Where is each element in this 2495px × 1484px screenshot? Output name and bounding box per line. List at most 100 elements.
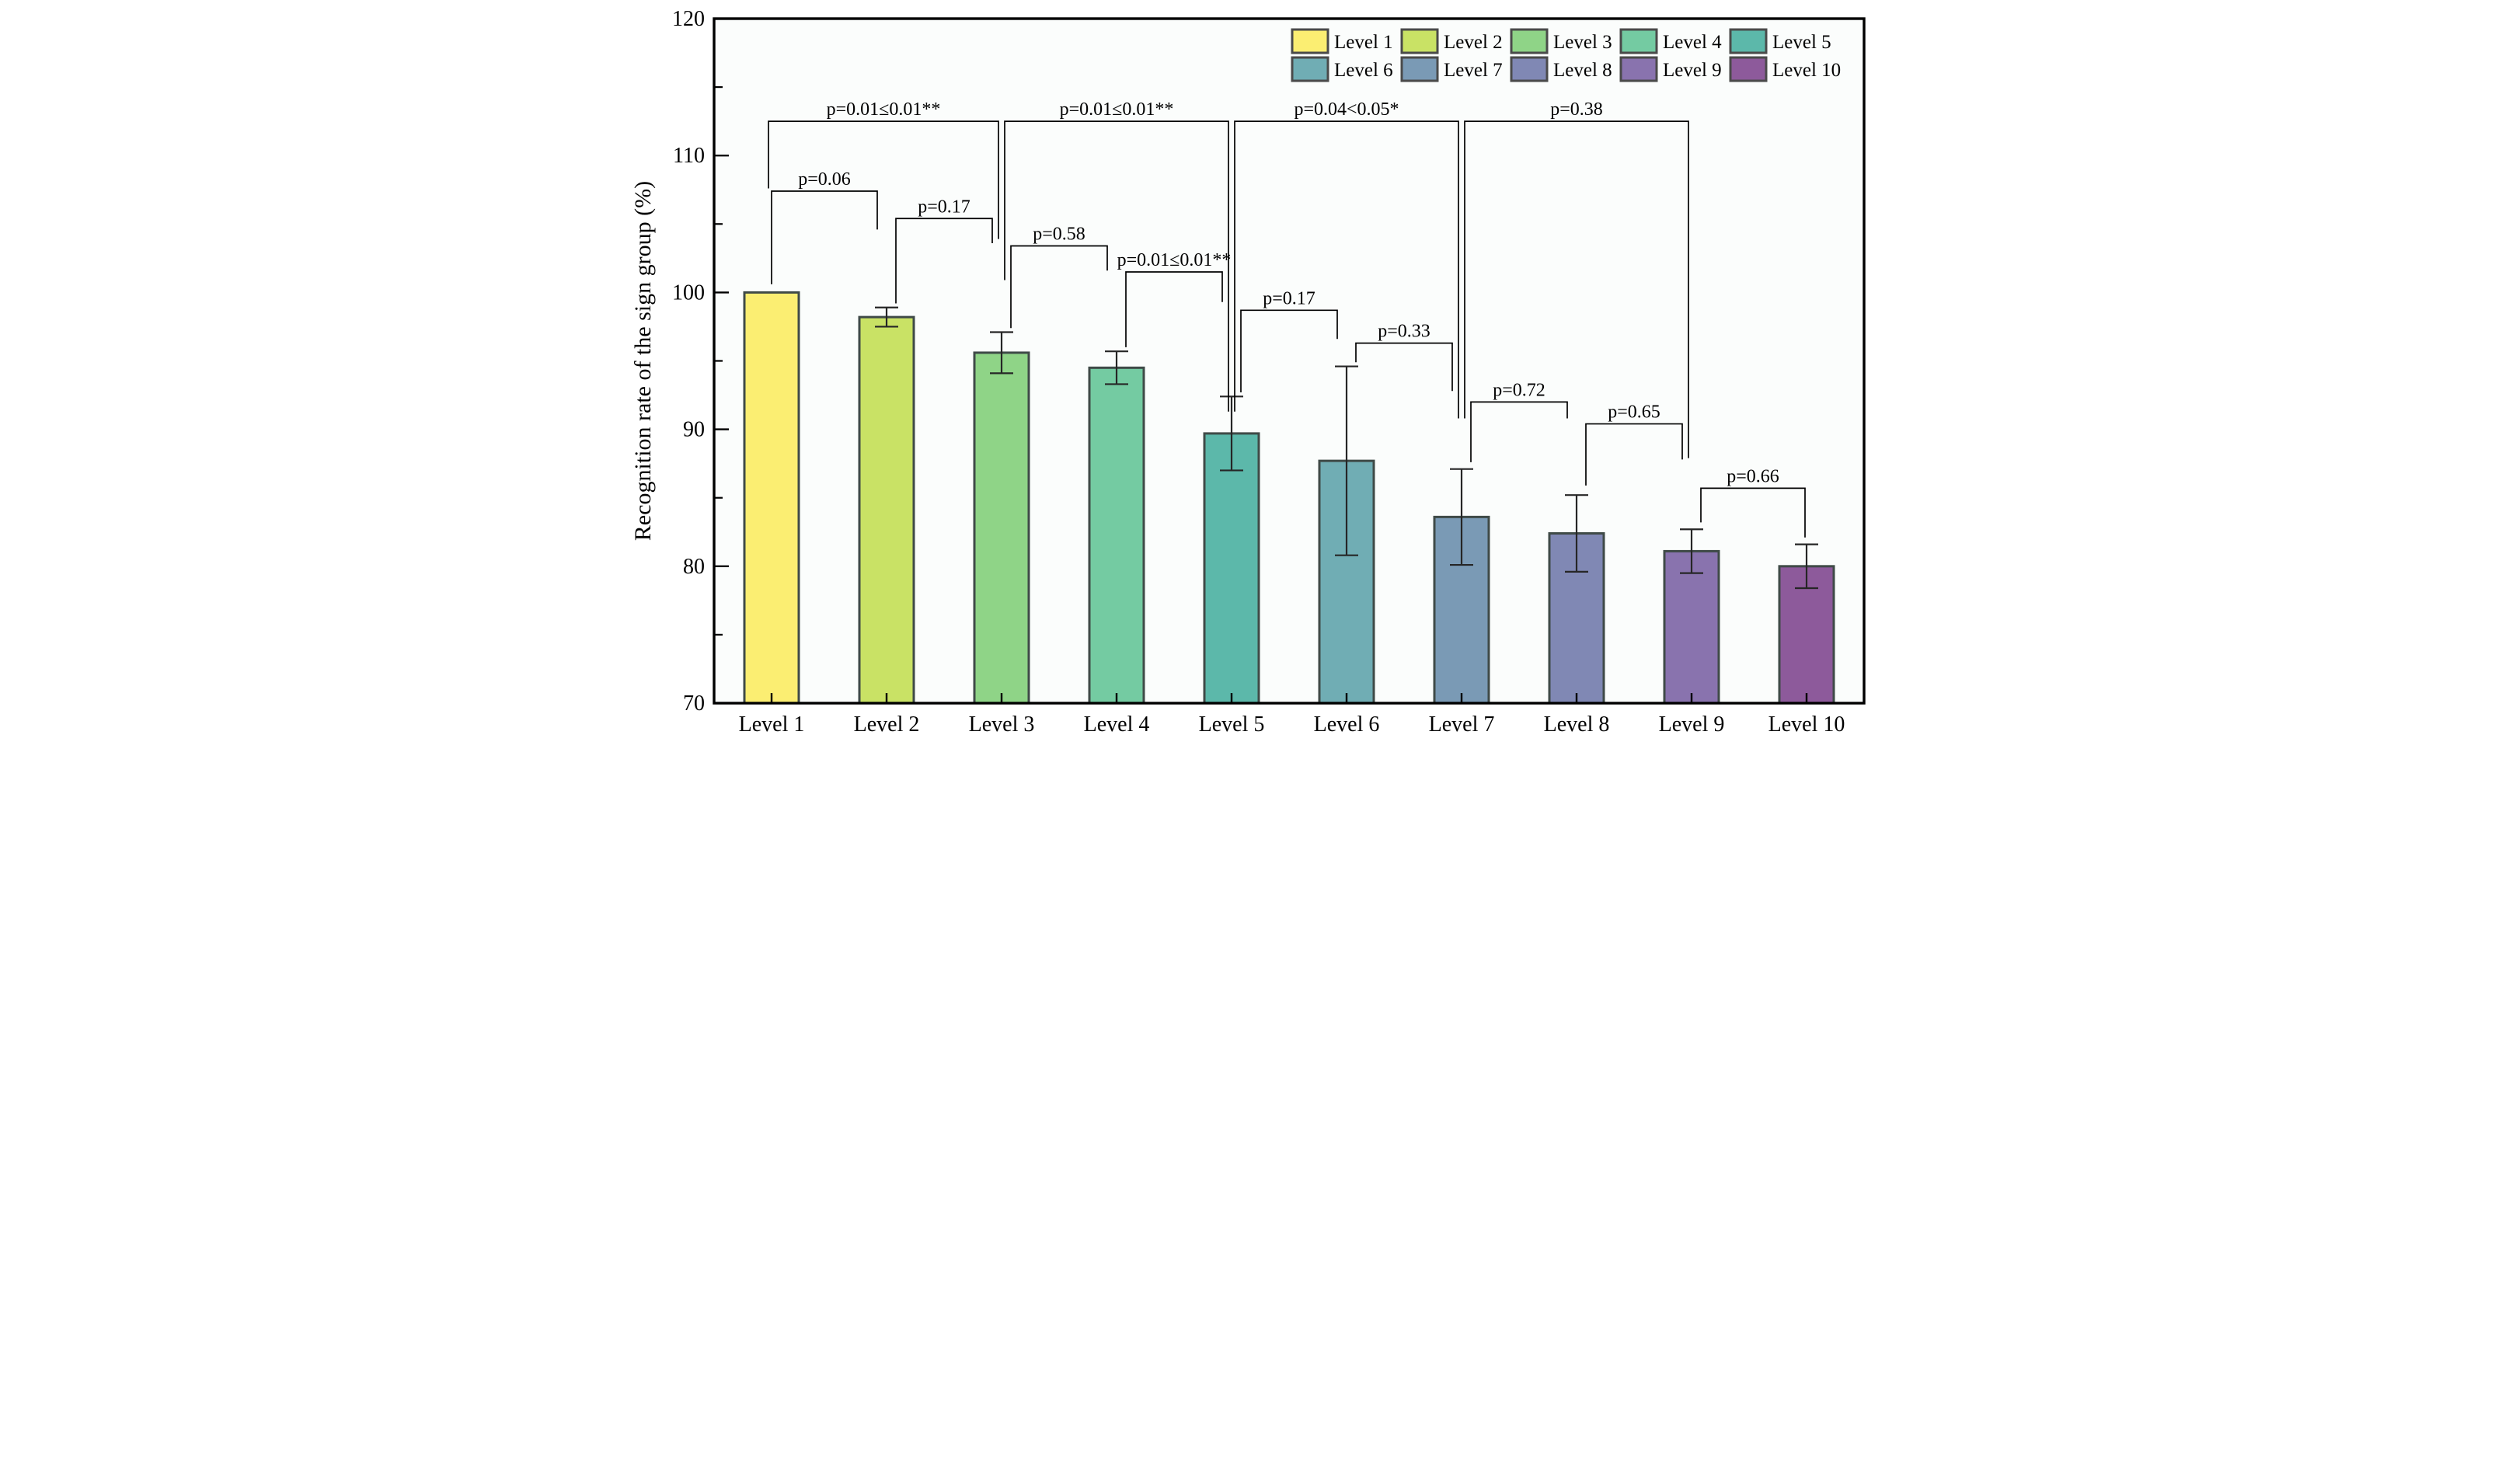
bracket-line <box>1470 401 1568 462</box>
pairwise-significance-brackets: p=0.06 p=0.17 p=0.58 p=0.01≤0.01** p=0.17 p=0… <box>771 169 1806 538</box>
error-bar-level-5 <box>1220 395 1243 472</box>
bracket-line <box>771 190 878 284</box>
error-bar-level-3 <box>990 331 1013 374</box>
p-value-label: p=0.06 <box>798 169 851 190</box>
p-value-label: p=0.66 <box>1727 466 1779 486</box>
bars <box>743 291 1835 705</box>
error-bar-level-10 <box>1795 543 1818 590</box>
bar-level-4 <box>1088 366 1145 705</box>
significance-bracket-Level4-Level5: p=0.01≤0.01** <box>1117 250 1232 347</box>
x-tick-label: Level 2 <box>854 712 920 737</box>
p-value-label: p=0.01≤0.01** <box>827 99 941 120</box>
significance-bracket-Level6-Level7: p=0.33 <box>1355 322 1453 392</box>
legend-item-level-1: Level 1 <box>1291 28 1393 54</box>
legend-label: Level 5 <box>1772 32 1831 53</box>
legend-item-level-8: Level 8 <box>1510 56 1612 82</box>
bar-level-3 <box>973 351 1030 705</box>
p-value-label: p=0.33 <box>1378 322 1430 342</box>
error-bars <box>875 306 1818 590</box>
bracket-line <box>1355 342 1453 392</box>
legend-swatch <box>1400 56 1439 82</box>
error-bar-level-7 <box>1450 468 1473 566</box>
error-bar-level-6 <box>1335 365 1358 556</box>
legend-label: Level 7 <box>1444 60 1503 81</box>
bracket-line <box>1234 120 1459 419</box>
significance-bracket-Level3-Level4: p=0.58 <box>1010 224 1108 329</box>
x-tick-label: Level 5 <box>1199 712 1265 737</box>
bar-level-1 <box>743 291 800 705</box>
legend-swatch <box>1400 28 1439 54</box>
p-value-label: p=0.01≤0.01** <box>1060 99 1174 120</box>
y-axis-title: Recognition rate of the sign group (%) <box>630 181 656 541</box>
y-tick-label: 70 <box>683 691 705 716</box>
legend-swatch <box>1619 56 1658 82</box>
bracket-line <box>768 120 999 239</box>
p-value-label: p=0.17 <box>918 197 970 217</box>
y-tick-label: 90 <box>683 418 705 442</box>
x-tick-label: Level 1 <box>739 712 805 737</box>
bar-level-9 <box>1663 549 1720 705</box>
bracket-line <box>1700 487 1806 538</box>
y-tick-label: 80 <box>683 555 705 579</box>
error-bar-level-2 <box>875 306 898 328</box>
bracket-line <box>1240 309 1338 393</box>
p-value-label: p=0.58 <box>1033 224 1085 244</box>
y-tick-label: 110 <box>673 144 705 168</box>
legend-label: Level 1 <box>1334 32 1393 53</box>
significance-bracket-Level8-Level9: p=0.65 <box>1585 402 1683 486</box>
x-tick-label: Level 10 <box>1768 712 1845 737</box>
legend-label: Level 6 <box>1334 60 1393 81</box>
p-value-label: p=0.65 <box>1608 402 1660 423</box>
legend-swatch <box>1510 28 1549 54</box>
y-tick-label: 120 <box>672 7 705 31</box>
legend-swatch <box>1291 28 1329 54</box>
significance-bracket-Level9-Level10: p=0.66 <box>1700 466 1806 538</box>
p-value-label: p=0.04<0.05* <box>1294 99 1399 120</box>
p-value-label: p=0.17 <box>1263 288 1315 308</box>
legend-label: Level 2 <box>1444 32 1503 53</box>
x-tick-label: Level 9 <box>1659 712 1725 737</box>
error-bar-level-8 <box>1565 494 1588 573</box>
error-bar-level-4 <box>1105 350 1128 385</box>
p-value-label: p=0.01≤0.01** <box>1117 250 1232 270</box>
significance-bracket-Level7-Level8: p=0.72 <box>1470 380 1568 462</box>
legend-swatch <box>1729 56 1768 82</box>
bracket-line <box>1125 271 1223 347</box>
significance-bracket-Level2-Level3: p=0.17 <box>895 197 993 304</box>
legend-item-level-3: Level 3 <box>1510 28 1612 54</box>
recognition-rate-chart: p=0.01≤0.01** p=0.01≤0.01** p=0.04<0.05* p=… <box>630 7 1866 737</box>
x-axis: Level 1 Level 2 Level 3 Level 4 Level 5 Level… <box>739 693 1845 737</box>
legend-label: Level 9 <box>1663 60 1722 81</box>
x-tick-label: Level 4 <box>1084 712 1150 737</box>
significance-bracket-Level1-Level2: p=0.06 <box>771 169 878 284</box>
error-bar-level-9 <box>1680 528 1703 574</box>
bracket-line <box>1004 120 1229 412</box>
legend-item-level-2: Level 2 <box>1400 28 1503 54</box>
x-tick-label: Level 3 <box>969 712 1035 737</box>
significance-bracket-Level3-Level5: p=0.01≤0.01** <box>1004 99 1229 412</box>
x-tick-label: Level 7 <box>1429 712 1495 737</box>
legend-swatch <box>1729 28 1768 54</box>
legend-swatch <box>1510 56 1549 82</box>
legend-swatch <box>1619 28 1658 54</box>
bracket-line <box>1010 245 1108 329</box>
significance-bracket-Level5-Level7: p=0.04<0.05* <box>1234 99 1459 419</box>
legend-swatch <box>1291 56 1329 82</box>
legend-item-level-9: Level 9 <box>1619 56 1722 82</box>
group-significance-brackets: p=0.01≤0.01** p=0.01≤0.01** p=0.04<0.05* p=… <box>768 99 1689 458</box>
bar-level-5 <box>1203 432 1260 705</box>
legend-label: Level 8 <box>1553 60 1612 81</box>
legend: Level 1 Level 2 Level 3 Level 4 Level 5 Level… <box>1291 28 1841 82</box>
x-tick-label: Level 6 <box>1314 712 1380 737</box>
significance-bracket-Level5-Level6: p=0.17 <box>1240 288 1338 393</box>
significance-bracket-Level1-Level3: p=0.01≤0.01** <box>768 99 999 239</box>
legend-label: Level 10 <box>1772 60 1841 81</box>
legend-item-level-6: Level 6 <box>1291 56 1393 82</box>
x-tick-label: Level 8 <box>1544 712 1610 737</box>
significance-bracket-Level7-Level9: p=0.38 <box>1464 99 1689 458</box>
legend-label: Level 4 <box>1663 32 1722 53</box>
legend-item-level-10: Level 10 <box>1729 56 1841 82</box>
p-value-label: p=0.72 <box>1493 380 1545 400</box>
bracket-line <box>895 218 993 304</box>
legend-item-level-4: Level 4 <box>1619 28 1722 54</box>
